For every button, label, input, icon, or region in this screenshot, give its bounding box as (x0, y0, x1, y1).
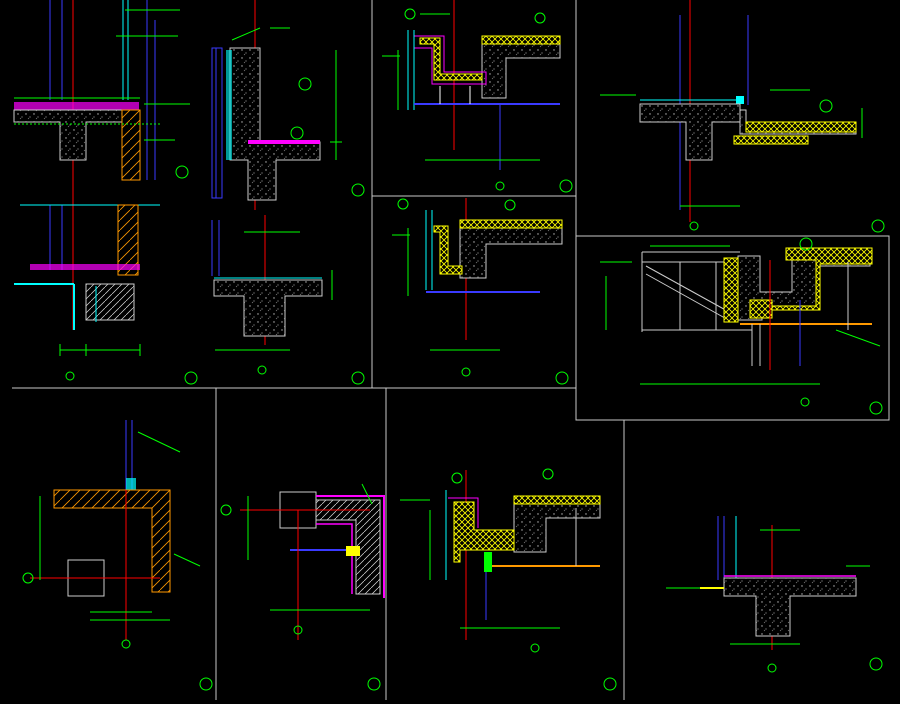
sheet-frame (12, 0, 890, 700)
detail-panel-3 (382, 0, 573, 193)
detail-panel-10 (666, 516, 883, 673)
detail-panel-9 (400, 468, 617, 691)
detail-panel-5 (600, 0, 885, 233)
detail-panel-7 (22, 420, 213, 691)
detail-panel-8 (220, 483, 385, 691)
detail-panel-6 (600, 237, 883, 415)
detail-panel-2 (211, 0, 365, 385)
detail-panel-1 (13, 0, 198, 385)
detail-panel-4 (392, 198, 569, 385)
